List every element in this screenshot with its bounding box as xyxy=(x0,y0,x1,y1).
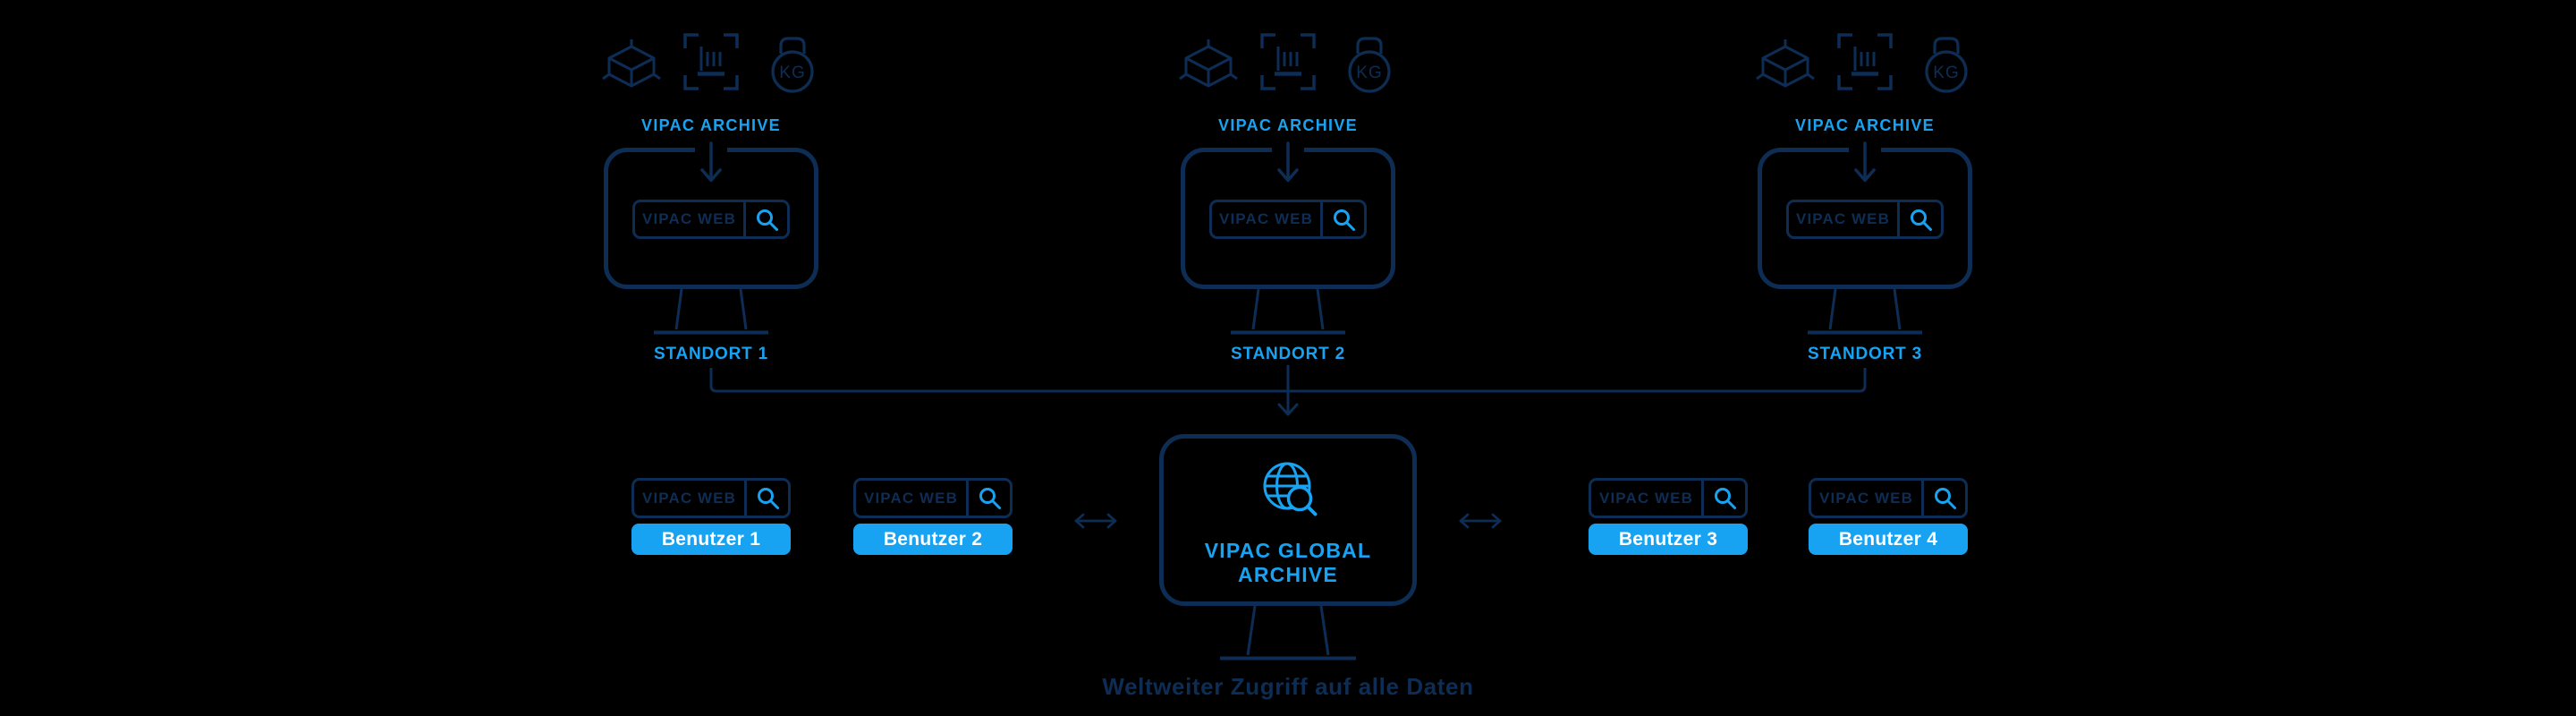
search-icon xyxy=(1714,488,1736,509)
standort-label: STANDORT 1 xyxy=(654,345,768,363)
search-input[interactable]: VIPAC WEB xyxy=(1599,489,1693,507)
search-input[interactable]: VIPAC WEB xyxy=(1819,489,1913,507)
barcode-scan-icon xyxy=(683,33,739,90)
search-icon xyxy=(757,488,779,509)
sync-arrow-icon xyxy=(1459,513,1502,529)
kg-icon-text: KG xyxy=(779,64,805,82)
vipac-web-search-bar[interactable]: VIPAC WEB xyxy=(1786,200,1944,239)
search-icon xyxy=(1910,209,1932,231)
search-button[interactable] xyxy=(966,481,1010,516)
monitor-stand xyxy=(1231,289,1345,335)
barcode-scan-icon xyxy=(1260,33,1316,90)
dimensions-cube-icon xyxy=(1756,39,1815,88)
search-button[interactable] xyxy=(1897,202,1941,236)
search-button[interactable] xyxy=(744,481,788,516)
monitor-stand xyxy=(654,289,768,335)
sync-arrow-icon xyxy=(1074,513,1117,529)
vipac-web-search-bar[interactable]: VIPAC WEB xyxy=(1209,200,1367,239)
search-input[interactable]: VIPAC WEB xyxy=(642,489,736,507)
kg-icon-text: KG xyxy=(1933,64,1959,82)
down-arrow-to-global xyxy=(1277,364,1299,416)
user-group-3: VIPAC WEB Benutzer 3 xyxy=(1589,478,1748,555)
benutzer-button[interactable]: Benutzer 3 xyxy=(1589,524,1748,555)
vipac-web-search-bar[interactable]: VIPAC WEB xyxy=(1809,478,1968,518)
connector-lines xyxy=(709,364,1867,416)
search-icon xyxy=(1333,209,1355,231)
vipac-web-search-bar[interactable]: VIPAC WEB xyxy=(1589,478,1748,518)
search-button[interactable] xyxy=(1701,481,1745,516)
kg-icon-text: KG xyxy=(1356,64,1382,82)
search-icon xyxy=(979,488,1001,509)
global-archive-title-line1: VIPAC GLOBAL xyxy=(1204,539,1372,562)
global-archive-monitor: VIPAC GLOBAL ARCHIVE xyxy=(1159,434,1417,606)
search-input[interactable]: VIPAC WEB xyxy=(642,210,736,227)
search-button[interactable] xyxy=(1320,202,1364,236)
search-input[interactable]: VIPAC WEB xyxy=(1796,210,1890,227)
vipac-web-search-bar[interactable]: VIPAC WEB xyxy=(632,200,790,239)
benutzer-button[interactable]: Benutzer 2 xyxy=(853,524,1013,555)
standort-label: STANDORT 2 xyxy=(1231,345,1345,363)
down-arrow-icon xyxy=(700,141,722,183)
search-icon xyxy=(756,209,778,231)
globe-search-icon xyxy=(1263,462,1318,516)
global-archive-title-line2: ARCHIVE xyxy=(1238,563,1338,586)
down-arrow-icon xyxy=(1277,141,1299,183)
benutzer-button[interactable]: Benutzer 4 xyxy=(1809,524,1968,555)
kg-weight-icon: KG xyxy=(771,37,814,93)
kg-weight-icon: KG xyxy=(1925,37,1968,93)
global-archive-title: VIPAC GLOBAL ARCHIVE xyxy=(1164,539,1412,587)
global-monitor-stand xyxy=(1220,606,1356,661)
benutzer-button[interactable]: Benutzer 1 xyxy=(631,524,791,555)
search-input[interactable]: VIPAC WEB xyxy=(1219,210,1313,227)
search-button[interactable] xyxy=(743,202,787,236)
search-button[interactable] xyxy=(1921,481,1965,516)
search-input[interactable]: VIPAC WEB xyxy=(864,489,958,507)
vipac-web-search-bar[interactable]: VIPAC WEB xyxy=(853,478,1013,518)
barcode-scan-icon xyxy=(1837,33,1893,90)
user-group-2: VIPAC WEB Benutzer 2 xyxy=(853,478,1013,555)
caption-text: Weltweiter Zugriff auf alle Daten xyxy=(1102,673,1474,700)
site-standort-2: KG VIPAC ARCHIVE VIPAC WEB STANDORT 2 xyxy=(1179,25,1395,370)
dimensions-cube-icon xyxy=(602,39,661,88)
search-icon xyxy=(1934,488,1956,509)
user-group-4: VIPAC WEB Benutzer 4 xyxy=(1809,478,1968,555)
vipac-web-search-bar[interactable]: VIPAC WEB xyxy=(631,478,791,518)
vipac-archive-label: VIPAC ARCHIVE xyxy=(1218,116,1358,134)
dimensions-cube-icon xyxy=(1179,39,1238,88)
user-group-1: VIPAC WEB Benutzer 1 xyxy=(631,478,791,555)
monitor-stand xyxy=(1808,289,1922,335)
site-standort-3: KG VIPAC ARCHIVE VIPAC WEB STANDORT 3 xyxy=(1756,25,1972,370)
kg-weight-icon: KG xyxy=(1348,37,1391,93)
standort-label: STANDORT 3 xyxy=(1808,345,1922,363)
vipac-archive-label: VIPAC ARCHIVE xyxy=(1795,116,1935,134)
vipac-archive-label: VIPAC ARCHIVE xyxy=(641,116,781,134)
down-arrow-icon xyxy=(1854,141,1876,183)
site-standort-1: KG VIPAC ARCHIVE VIPAC WEB STANDORT 1 xyxy=(602,25,818,370)
